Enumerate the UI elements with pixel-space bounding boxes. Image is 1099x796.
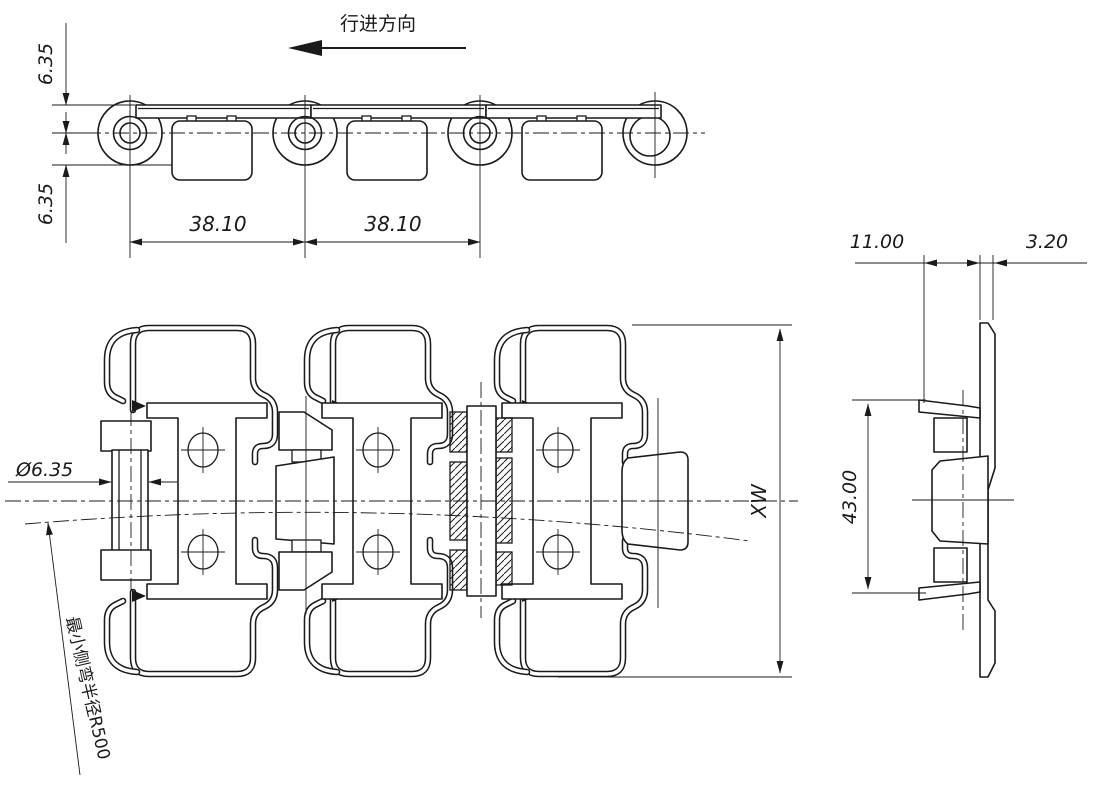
dim-hub-width: 11.00 xyxy=(850,231,904,253)
arrowhead-left xyxy=(288,40,322,56)
dim-pitch-right: 38.10 xyxy=(364,212,421,236)
hinge-block-column xyxy=(275,396,335,614)
dim-height: 43.00 xyxy=(839,470,861,524)
bottom-plan-view: Ø6.35 XW 最小侧弯半径R500 xyxy=(5,324,798,776)
travel-direction-label: 行进方向 xyxy=(340,13,416,35)
profile-bottom-flange xyxy=(918,581,981,601)
profile-lower-block xyxy=(933,547,968,583)
dim-plate-top: 6.35 xyxy=(35,43,57,85)
plate-holes xyxy=(181,427,580,575)
profile-top-flange xyxy=(918,399,981,419)
dim-pitch-group: 38.10 38.10 xyxy=(129,212,481,246)
dim-overall-width: XW xyxy=(747,483,771,519)
top-side-elevation-view: 行进方向 6.35 6.35 38.10 38.10 xyxy=(35,13,705,258)
dim-plate-height-group: 6.35 6.35 xyxy=(35,23,172,243)
dim-pitch-left: 38.10 xyxy=(189,212,246,236)
travel-direction-arrow: 行进方向 xyxy=(288,13,466,56)
bend-radius-arc xyxy=(24,511,751,542)
dim-pin-diameter: Ø6.35 xyxy=(15,459,73,481)
dim-pin-diameter-group: Ø6.35 xyxy=(8,459,177,486)
right-profile-view: 11.00 3.20 43.00 xyxy=(839,231,1087,678)
dim-height-group: 43.00 xyxy=(839,399,926,594)
dim-plate-thickness: 3.20 xyxy=(1026,231,1068,253)
dim-hub-width-group: 11.00 3.20 xyxy=(850,231,1087,403)
dim-overall-width-group: XW xyxy=(558,324,792,678)
sectioned-hinge-column xyxy=(449,382,513,618)
profile-upper-block xyxy=(933,417,968,453)
right-end-cap xyxy=(621,398,689,608)
dim-plate-bottom: 6.35 xyxy=(35,183,57,225)
link-body-3 xyxy=(501,402,623,600)
plate-outlines xyxy=(103,324,649,678)
link-bodies xyxy=(171,115,603,181)
chain-top-plates xyxy=(135,104,662,119)
